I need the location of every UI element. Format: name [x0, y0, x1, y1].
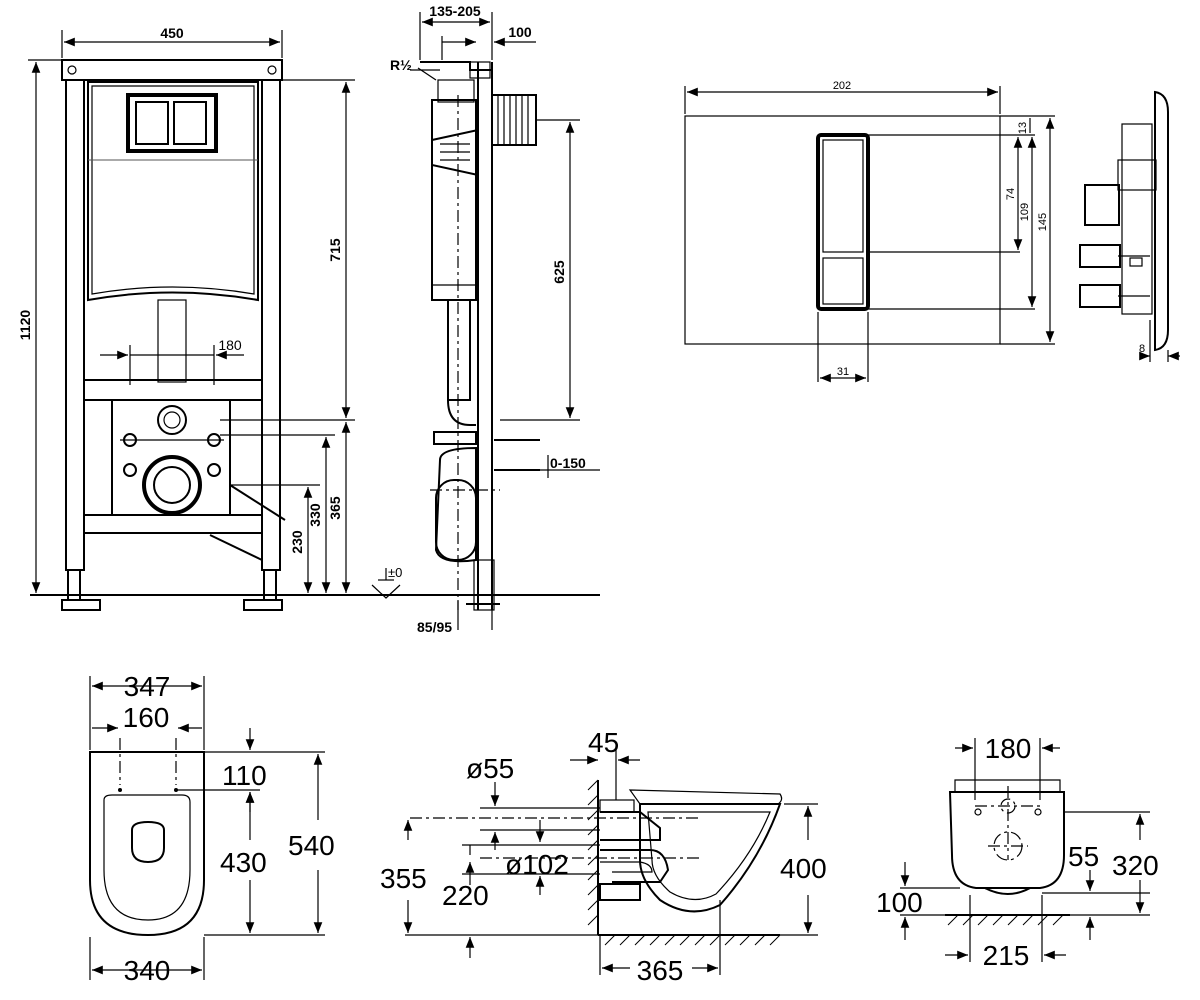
bowl-540-label: 540	[288, 830, 335, 861]
plate-h109-label: 109	[1019, 203, 1031, 221]
flush-plate-view: 202 13 74 109 145 31 8	[684, 80, 1180, 383]
plate-h13-label: 13	[1017, 122, 1029, 134]
button-width-label: 31	[837, 366, 849, 378]
bolt-spacing-label: 180	[218, 337, 242, 353]
bowl-projection-365-label: 365	[637, 955, 684, 986]
cistern-height-label: 715	[327, 238, 343, 262]
bowl-height-400-label: 400	[780, 853, 827, 884]
bracket-height-label: 230	[289, 530, 305, 554]
actuator-height-label: 625	[551, 260, 567, 284]
outlet-height-label: 330	[307, 503, 323, 527]
floor-zero-label: ±0	[388, 565, 402, 580]
plate-width-label: 202	[833, 80, 851, 92]
bowl-length-347-label: 347	[124, 671, 171, 702]
inlet-height-label: 365	[327, 496, 343, 520]
bolt-spacing-160-label: 160	[123, 702, 170, 733]
adjustment-range-label: 0-150	[550, 455, 586, 471]
bowl-front-view: 180 55 320 100 215	[876, 733, 1159, 971]
bowl-top-view: 347 160 110 430 540 340	[89, 671, 335, 986]
plate-h74-label: 74	[1005, 188, 1017, 200]
inlet-height-355-label: 355	[380, 863, 427, 894]
bowl-430-label: 430	[220, 847, 267, 878]
plate-h145-label: 145	[1037, 213, 1049, 231]
front-height-320-label: 320	[1112, 850, 1159, 881]
thread-label: R½	[390, 57, 412, 73]
frame-height-label: 1120	[17, 310, 33, 341]
inlet-diameter-label: ø55	[466, 753, 514, 784]
pipe-offset-label: 85/95	[417, 619, 452, 635]
bowl-width-340-label: 340	[124, 955, 171, 986]
outlet-diameter-label: ø102	[505, 849, 569, 880]
front-gap-55-label: 55	[1068, 841, 1099, 872]
bowl-side-view: 45 ø55 ø102 355 220 400 365	[380, 727, 827, 986]
wall-gap-45-label: 45	[588, 727, 619, 758]
bolt-offset-110-label: 110	[222, 760, 267, 791]
frame-width-label: 450	[160, 25, 184, 41]
front-width-215-label: 215	[983, 940, 1030, 971]
front-clearance-100-label: 100	[876, 887, 923, 918]
depth-100-label: 100	[508, 24, 532, 40]
depth-range-label: 135-205	[429, 3, 481, 19]
frame-front-view: 450 1120 715 180 365 330 230	[17, 25, 600, 611]
frame-side-view: 135-205 100 R½ 625 0-150 ±0 85/95	[371, 3, 600, 635]
front-bolt-180-label: 180	[985, 733, 1032, 764]
plate-depth-label: 8	[1139, 343, 1145, 355]
outlet-height-220-label: 220	[442, 880, 489, 911]
